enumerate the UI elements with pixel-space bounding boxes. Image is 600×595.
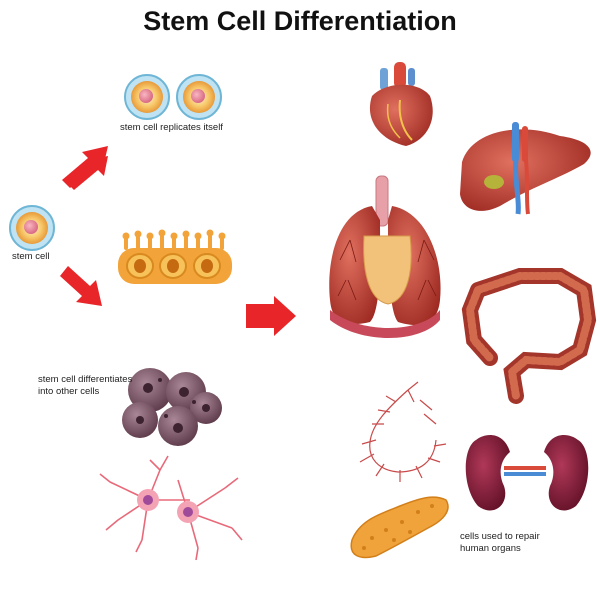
bone-cells-icon [122,368,222,446]
epithelial-cells-icon [118,229,232,284]
stem-cell-icon [9,205,55,251]
arrow-right-icon [246,296,296,336]
neuron-body-icon [137,489,199,523]
repair-label-line1: cells used to repair [460,531,540,542]
intestine-icon [461,268,597,404]
repair-label-line2: human organs [460,543,521,554]
differentiates-label-line2: into other cells [38,386,100,397]
kidneys-icon [465,435,589,511]
arrow-up-icon [62,146,108,190]
arrow-down-icon [60,266,102,306]
liver-icon [460,122,591,215]
neuron-icon [99,455,243,561]
stem-cell-label: stem cell [12,251,50,262]
replicated-cell-icon [124,74,222,120]
differentiates-label-line1: stem cell differentiates [38,374,133,385]
heart-icon [369,62,433,146]
blood-vessels-icon [359,381,447,482]
pancreas-icon [350,496,449,559]
lungs-icon [329,175,441,338]
diagram-title: Stem Cell Differentiation [143,6,457,36]
replicates-label: stem cell replicates itself [120,122,223,133]
